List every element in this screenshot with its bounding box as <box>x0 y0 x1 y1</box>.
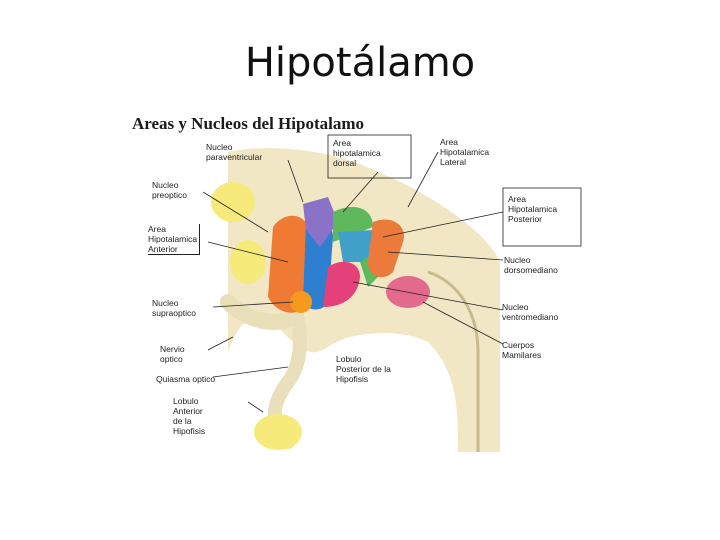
label-lobulo-posterior: Lobulo Posterior de la Hipofisis <box>336 354 391 384</box>
label-hipotalamica-anterior: Area Hipotalamica Anterior <box>148 224 201 255</box>
preoptic-yellow-2 <box>230 240 266 284</box>
label-lobulo-anterior: Lobulo Anterior de la Hipofisis <box>173 396 206 436</box>
label-hipotalamica-dorsal: Area hipotalamica dorsal <box>333 138 381 168</box>
ventromedial-shape <box>323 261 360 307</box>
anterior-pituitary <box>254 414 302 450</box>
anatomy-illustration <box>202 134 582 452</box>
dorsomedial-shape <box>338 230 373 262</box>
label-paraventricular: Nucleo paraventricular <box>206 142 263 162</box>
label-ventromediano: Nucleo ventromediano <box>502 302 559 322</box>
supraoptic-shape <box>290 291 312 313</box>
posterior-area-shape <box>368 219 404 278</box>
label-preoptico: Nucleo preoptico <box>152 180 187 200</box>
label-dorsomediano: Nucleo dorsomediano <box>504 255 558 275</box>
label-quiasma-optico: Quiasma optico <box>156 374 216 384</box>
paraventricular-shape <box>303 197 338 247</box>
optic-nerve <box>220 294 301 330</box>
figure-heading: Areas y Nucleos del Hipotalamo <box>132 114 365 133</box>
posterior-label-box <box>502 187 582 247</box>
preoptic-yellow-1 <box>211 182 255 222</box>
label-mamilares: Cuerpos Mamilares <box>502 340 542 360</box>
slide-title: Hipotálamo <box>244 40 476 86</box>
label-nervio-optico: Nervio optico <box>160 344 185 364</box>
label-supraoptico: Nucleo supraoptico <box>152 298 196 318</box>
label-hipotalamica-posterior: Area Hipotalamica Posterior <box>508 194 558 224</box>
brainstem-outline <box>427 270 480 452</box>
anterior-area-shape <box>268 215 308 313</box>
hypothalamus-figure: Areas y Nucleos del Hipotalamo Nucleo pa… <box>128 112 588 452</box>
leader-lines <box>202 151 504 413</box>
label-hipotalamica-lateral: Area Hipotalamica Lateral <box>440 137 490 167</box>
dorsal-label-box <box>327 134 412 179</box>
